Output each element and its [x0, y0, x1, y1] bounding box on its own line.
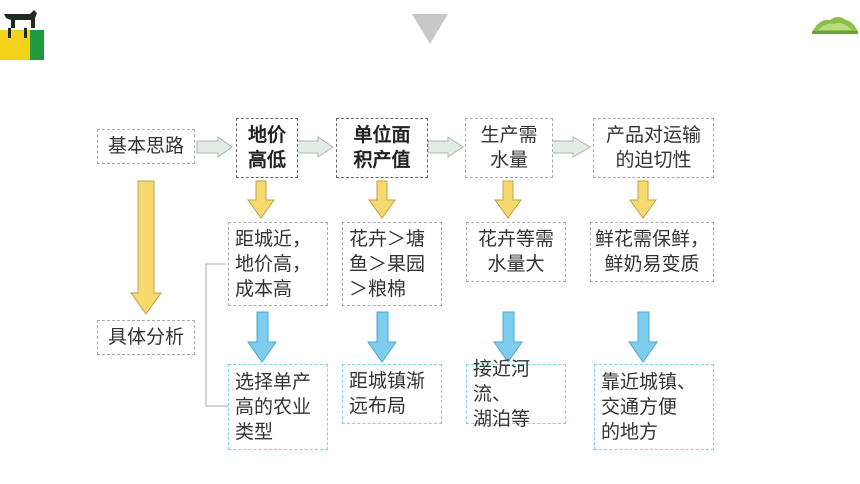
analysis-land-price: 距城近， 地价高， 成本高 — [228, 222, 328, 306]
conclusion-water-demand: 接近河流、 湖泊等 — [466, 358, 566, 430]
side-arrow-3 — [427, 136, 464, 158]
bracket-line — [205, 263, 228, 407]
factor-output-per-area: 单位面 积产值 — [336, 118, 428, 178]
blue-down-arrow-4 — [628, 311, 658, 363]
blue-down-arrow-3 — [493, 311, 523, 363]
hill-icon — [812, 17, 858, 34]
conclusion-transport-urgency: 靠近城镇、 交通方便 的地方 — [594, 364, 714, 450]
conclusion-land-price: 选择单产 高的农业 类型 — [228, 364, 328, 450]
analysis-output-per-area: 花卉＞塘 鱼＞果园 ＞粮棉 — [342, 222, 442, 306]
analysis-water-demand: 花卉等需 水量大 — [466, 222, 566, 282]
analysis-transport-urgency: 鲜花需保鲜， 鲜奶易变质 — [590, 222, 714, 282]
basic-idea-box: 基本思路 — [97, 129, 195, 164]
side-arrow-4 — [551, 136, 591, 158]
yellow-down-arrow-4 — [629, 180, 657, 219]
factor-land-price: 地价 高低 — [236, 118, 298, 178]
factor-transport-urgency: 产品对运输 的迫切性 — [593, 118, 714, 178]
side-arrow-2 — [295, 136, 334, 158]
side-arrows — [196, 136, 591, 158]
main-down-arrow — [130, 180, 162, 315]
blue-down-arrow-1 — [247, 311, 277, 363]
factor-water-demand: 生产需 水量 — [465, 118, 553, 178]
specific-analysis-box: 具体分析 — [97, 320, 195, 355]
cow-logo-icon — [0, 10, 44, 60]
side-arrow-1 — [196, 136, 233, 158]
triangle-down-icon — [412, 14, 448, 44]
conclusion-output-per-area: 距城镇渐 远布局 — [342, 364, 442, 424]
yellow-down-arrow-3 — [494, 180, 522, 219]
yellow-down-arrow-1 — [247, 180, 275, 219]
blue-down-arrow-2 — [367, 311, 397, 363]
yellow-down-arrow-2 — [368, 180, 396, 219]
